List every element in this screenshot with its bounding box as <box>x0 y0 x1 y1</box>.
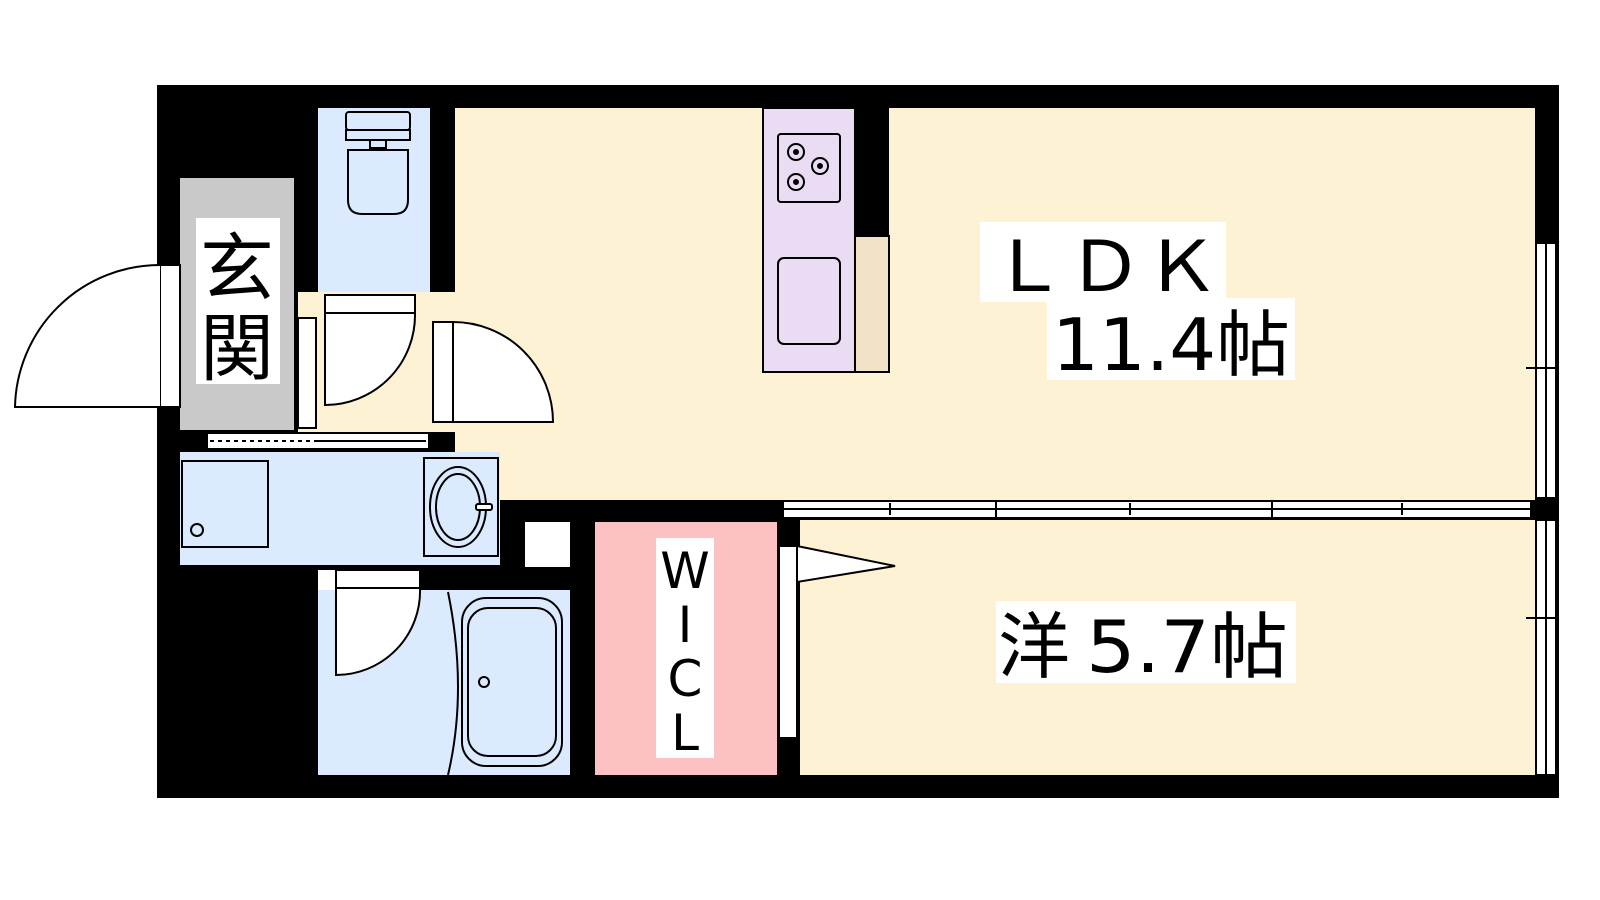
ldk-label-bg <box>980 222 1226 302</box>
western-size-label: 5.7帖 <box>1086 605 1288 689</box>
small-closet <box>525 522 570 567</box>
wic-label-w: W <box>660 542 709 600</box>
entrance-label-bg <box>196 218 280 384</box>
washbasin-icon <box>423 457 499 557</box>
wic-door[interactable] <box>778 544 896 739</box>
window-icon <box>1526 242 1557 776</box>
toilet-icon <box>345 111 411 215</box>
washroom-sliding-door[interactable] <box>206 432 430 450</box>
kitchen-counter <box>762 107 890 373</box>
wic-label-bg <box>656 538 714 758</box>
bathtub-icon <box>447 591 563 776</box>
washroom <box>180 452 500 565</box>
toilet-door[interactable] <box>324 294 417 407</box>
entrance-label-line2: 関 <box>200 306 274 392</box>
ldk-name-label: ＬＤＫ <box>990 226 1220 308</box>
washing-machine-icon <box>181 460 269 548</box>
bathroom-door[interactable] <box>335 569 422 677</box>
western-prefix-label: 洋 <box>998 605 1070 689</box>
wic-label-c: C <box>668 650 703 708</box>
stove-icon <box>777 133 841 203</box>
ldk-room-lower <box>520 108 1535 500</box>
entrance-label-line1: 玄 <box>200 226 274 312</box>
ldk-western-sliding-doors[interactable] <box>782 500 1532 519</box>
ldk-door[interactable] <box>432 320 555 423</box>
sink-icon <box>777 257 841 345</box>
entrance-door[interactable] <box>13 264 181 408</box>
ldk-size-label-bg <box>1047 298 1295 380</box>
western-label-bg <box>996 601 1296 683</box>
ldk-size-label: 11.4帖 <box>1052 303 1290 387</box>
hall-side-opening <box>297 317 317 429</box>
wic-label-l: L <box>671 704 699 762</box>
wic-label-i: I <box>678 596 693 654</box>
